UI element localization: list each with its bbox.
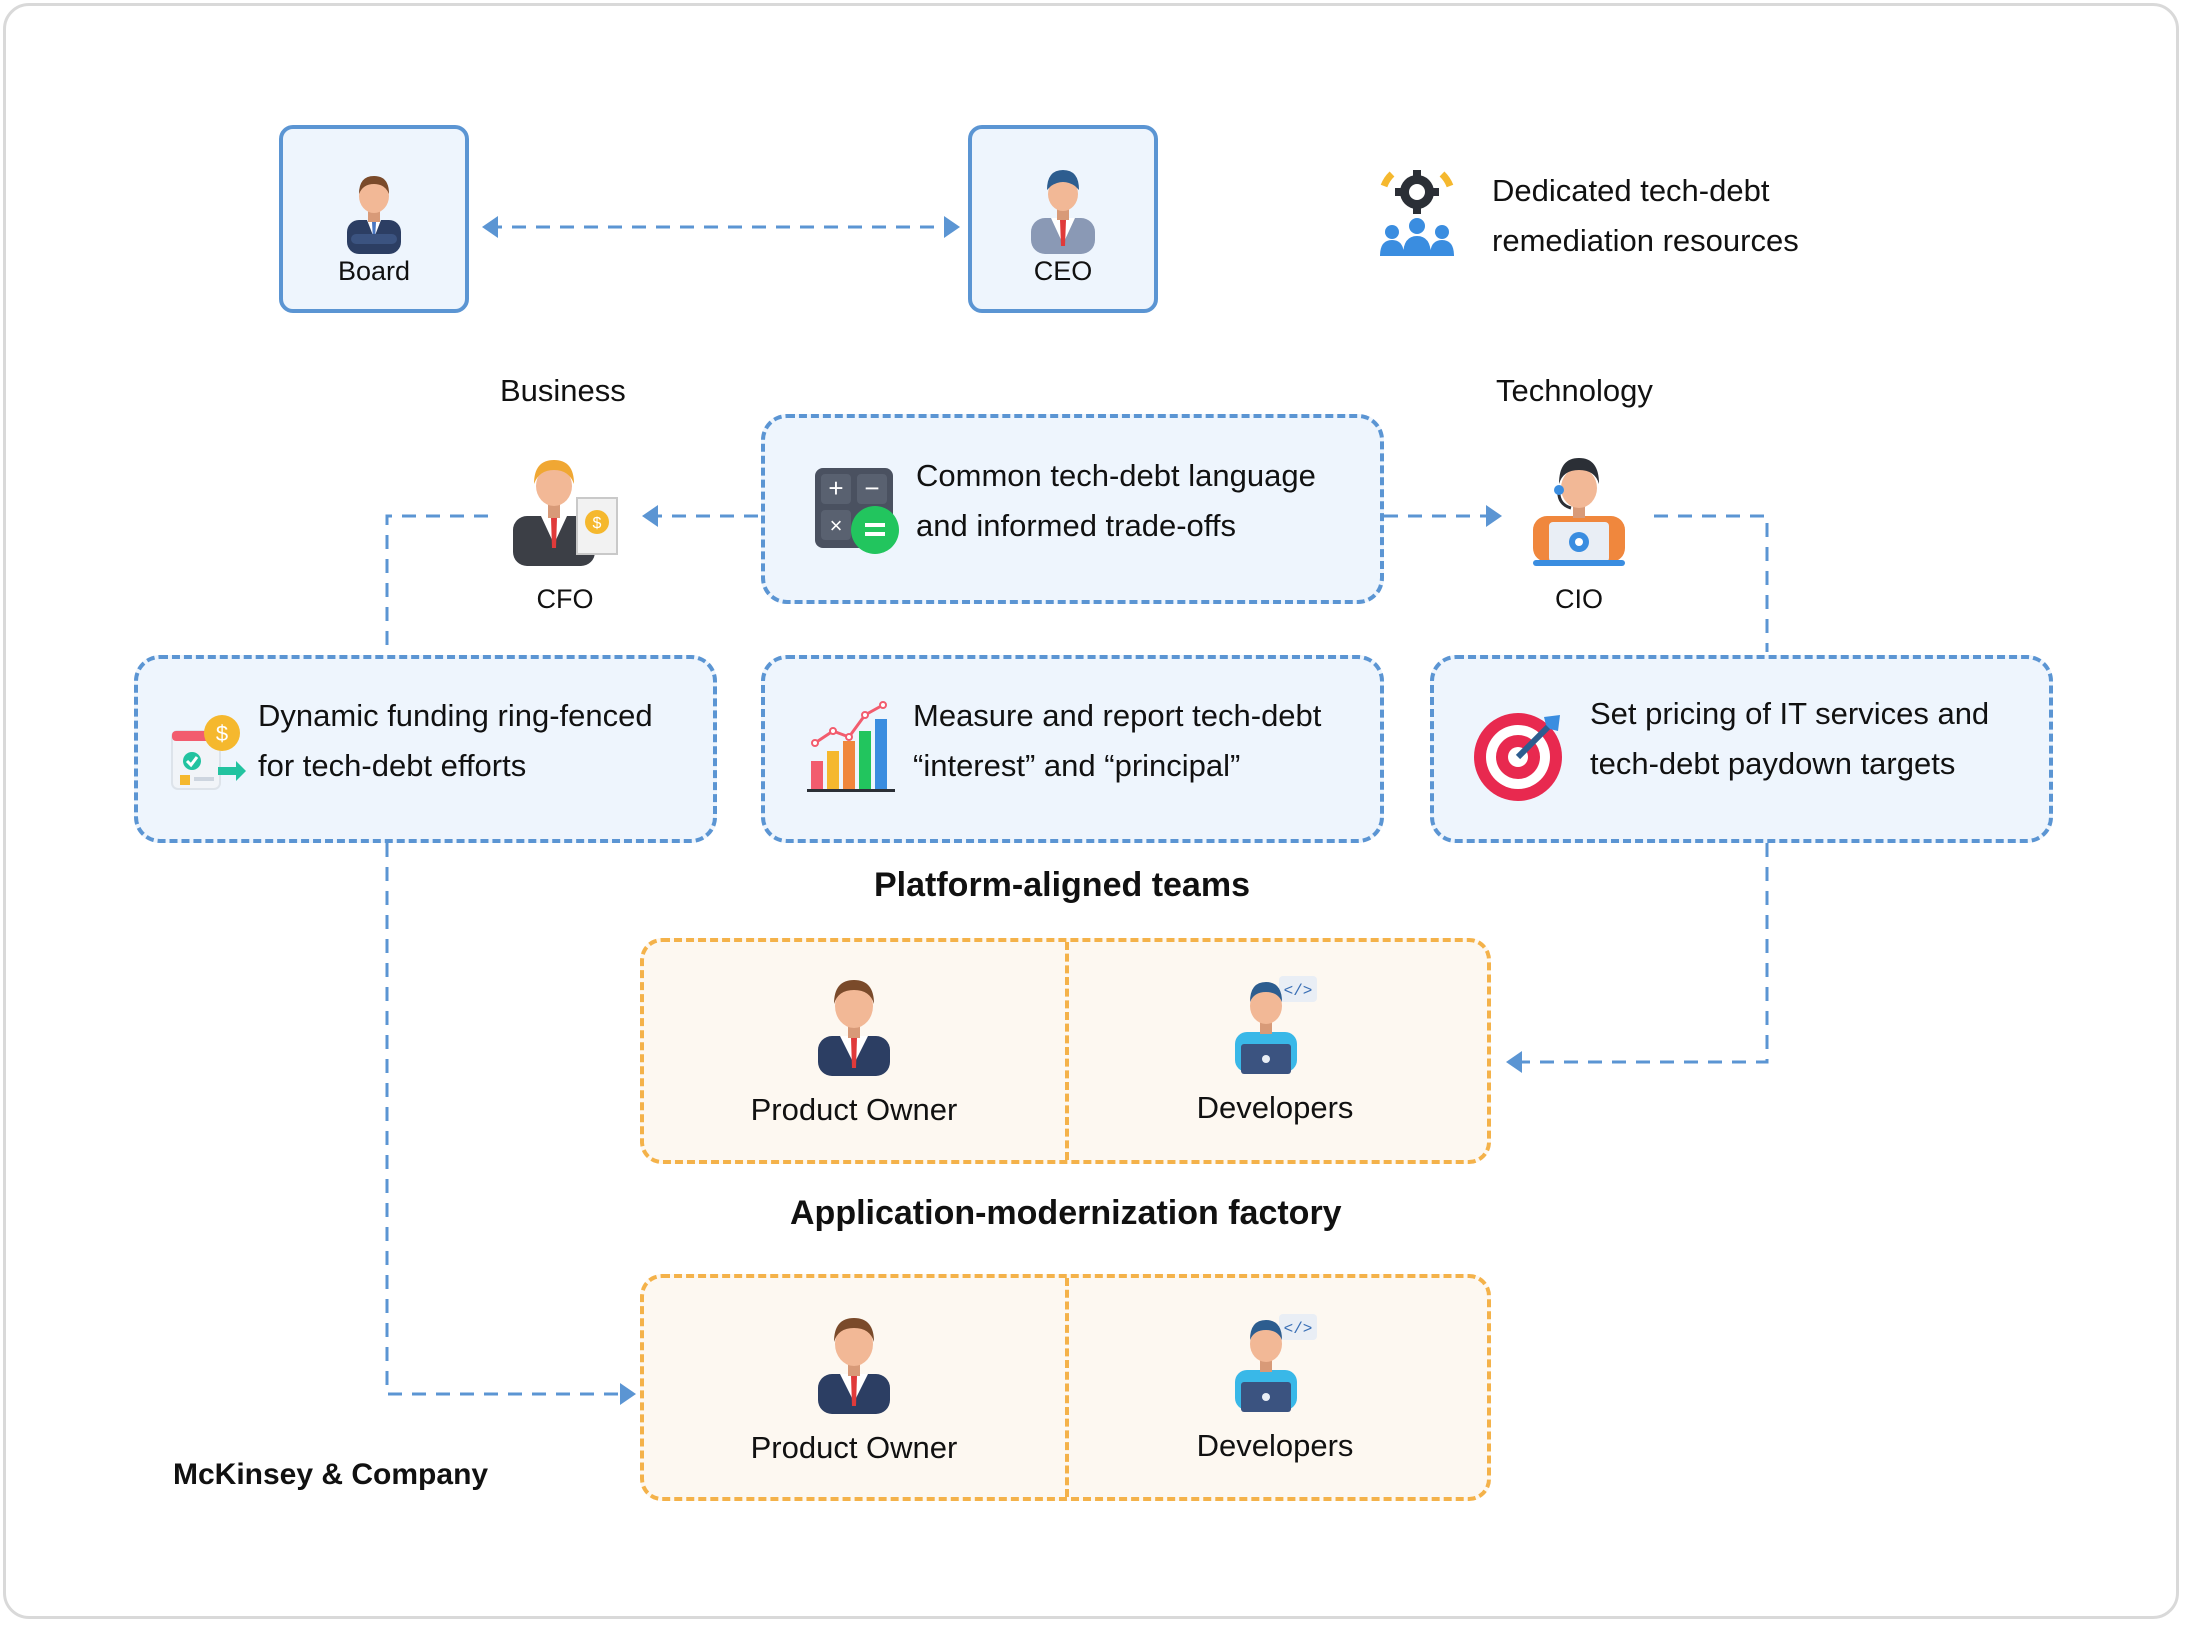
funding-line-2: for tech-debt efforts xyxy=(258,748,527,783)
arrowhead-factory xyxy=(620,1383,636,1405)
measure-line-2: “interest” and “principal” xyxy=(913,748,1241,783)
platform-product-owner-label: Product Owner xyxy=(750,1092,958,1127)
pricing-card: Set pricing of IT services and tech-debt… xyxy=(1430,655,2053,843)
platform-product-owner: Product Owner xyxy=(724,974,984,1128)
ceo-label: CEO xyxy=(1033,256,1093,286)
funding-line-1: Dynamic funding ring-fenced xyxy=(258,698,653,733)
funding-icon: $ xyxy=(171,715,246,790)
target-icon xyxy=(1474,713,1562,801)
cfo-icon: $ xyxy=(513,460,618,566)
platform-teams-box: Product Owner </> Developers xyxy=(640,938,1491,1164)
board-label: Board xyxy=(337,256,411,286)
factory-title: Application-modernization factory xyxy=(790,1194,1342,1232)
factory-box: Product Owner </> Developers xyxy=(640,1274,1491,1501)
platform-teams-title: Platform-aligned teams xyxy=(874,866,1250,904)
svg-text:$: $ xyxy=(593,515,602,532)
cfo-role: $ CFO xyxy=(500,450,630,615)
factory-product-owner: Product Owner xyxy=(724,1312,984,1466)
legend-line-1: Dedicated tech-debt xyxy=(1492,173,1770,208)
connector-cio-pricing xyxy=(1654,514,1769,652)
measure-card: Measure and report tech-debt “interest” … xyxy=(761,655,1384,843)
board-member-icon xyxy=(347,176,401,254)
legend-line-2: remediation resources xyxy=(1492,223,1799,258)
product-owner-icon xyxy=(818,980,890,1076)
arrowhead-board xyxy=(482,216,498,238)
svg-text:$: $ xyxy=(216,721,228,746)
pricing-line-1: Set pricing of IT services and xyxy=(1590,696,1990,731)
pricing-line-2: tech-debt paydown targets xyxy=(1590,746,1956,781)
bar-chart-icon xyxy=(807,701,895,792)
board-box: Board xyxy=(279,125,469,313)
developer-icon: </> xyxy=(1235,1314,1317,1412)
cfo-label: CFO xyxy=(536,584,594,614)
factory-developers: </> Developers xyxy=(1145,1310,1405,1464)
svg-text:−: − xyxy=(864,473,879,503)
ceo-icon xyxy=(1031,170,1095,254)
cio-role: CIO xyxy=(1514,450,1644,615)
factory-developers-label: Developers xyxy=(1196,1428,1354,1463)
calculator-icon: + − × xyxy=(815,468,899,554)
arrowhead-cio xyxy=(1486,505,1502,527)
connector-pricing-platform xyxy=(1516,843,1769,1064)
arrowhead-ceo xyxy=(944,216,960,238)
business-label: Business xyxy=(500,373,626,408)
remediation-resources-icon xyxy=(1380,170,1454,256)
connector-funding-factory xyxy=(385,843,626,1396)
arrowhead-cfo xyxy=(642,505,658,527)
svg-text:×: × xyxy=(830,513,843,538)
factory-product-owner-label: Product Owner xyxy=(750,1430,958,1465)
language-line-1: Common tech-debt language xyxy=(916,458,1316,493)
brand-label: McKinsey & Company xyxy=(173,1458,489,1491)
svg-text:</>: </> xyxy=(1284,1320,1313,1338)
measure-line-1: Measure and report tech-debt xyxy=(913,698,1322,733)
connector-cfo-funding xyxy=(385,514,488,652)
funding-card: $ Dynamic funding ring-fenced for tech-d… xyxy=(134,655,717,843)
product-owner-icon xyxy=(818,1318,890,1414)
platform-divider xyxy=(1065,942,1069,1160)
cio-icon xyxy=(1533,458,1625,566)
technology-label: Technology xyxy=(1496,373,1653,408)
language-line-2: and informed trade-offs xyxy=(916,508,1236,543)
platform-developers-label: Developers xyxy=(1196,1090,1354,1125)
ceo-box: CEO xyxy=(968,125,1158,313)
language-card: + − × Common tech-debt language and info… xyxy=(761,414,1384,604)
arrowhead-platform xyxy=(1506,1051,1522,1073)
platform-developers: </> Developers xyxy=(1145,972,1405,1126)
factory-divider xyxy=(1065,1278,1069,1497)
developer-icon: </> xyxy=(1235,976,1317,1074)
svg-text:</>: </> xyxy=(1284,982,1313,1000)
cio-label: CIO xyxy=(1554,584,1603,614)
svg-text:+: + xyxy=(828,473,843,503)
